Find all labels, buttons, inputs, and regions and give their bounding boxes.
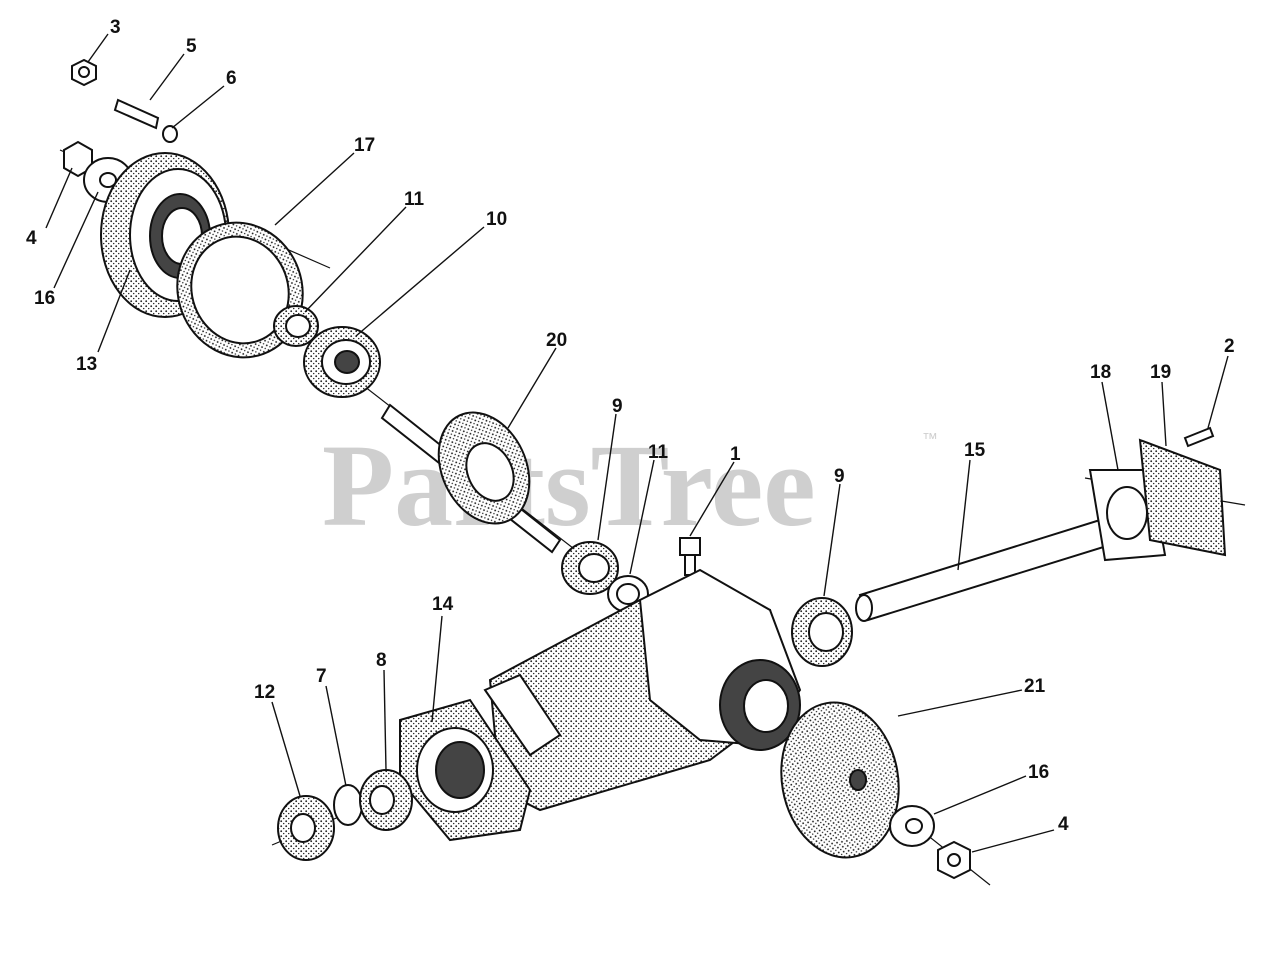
part-12-seal (277, 795, 335, 861)
part-15-splined-shaft (855, 518, 1112, 622)
callout-12: 12 (254, 682, 275, 703)
part-10-ball-bearing (303, 326, 381, 398)
part-19-cover-plate (1138, 438, 1227, 557)
callout-18: 18 (1090, 362, 1111, 383)
callout-15: 15 (964, 440, 986, 461)
part-3-nut (71, 58, 97, 87)
callout-3: 3 (110, 17, 121, 38)
part-17-gasket (176, 221, 304, 359)
callout-1: 1 (730, 444, 741, 465)
watermark-trademark: ™ (922, 431, 938, 448)
callout-5: 5 (186, 36, 197, 57)
callout-14: 14 (432, 594, 454, 615)
callout-13: 13 (76, 354, 97, 375)
part-9-bearing-upper (561, 541, 619, 595)
callout-17: 17 (354, 135, 375, 156)
callout-9-right: 9 (834, 466, 845, 487)
part-9-bearing-right (791, 597, 853, 667)
callout-20: 20 (546, 330, 567, 351)
part-5-stud (113, 98, 160, 130)
part-6-washer (162, 125, 178, 143)
watermark: PartsTree (322, 420, 816, 551)
part-7-snap-ring (333, 784, 363, 826)
part-8-bearing-lower (359, 769, 413, 831)
callout-10: 10 (486, 209, 507, 230)
callout-6: 6 (226, 68, 237, 89)
callout-8: 8 (376, 650, 387, 671)
callout-16-upper: 16 (34, 288, 55, 309)
callout-labels: 3 5 6 17 11 10 4 16 13 20 9 11 1 9 15 18… (26, 17, 1235, 835)
callout-21: 21 (1024, 676, 1046, 697)
part-14-axle-housing (399, 568, 802, 842)
part-21-hub-flange (780, 701, 900, 859)
callout-11-middle: 11 (648, 442, 669, 463)
callout-16-lower: 16 (1028, 762, 1049, 783)
callout-11-upper: 11 (404, 189, 425, 210)
callout-7: 7 (316, 666, 327, 687)
part-20-bevel-gear-shaft (380, 403, 562, 554)
callout-9-upper: 9 (612, 396, 623, 417)
callout-19: 19 (1150, 362, 1171, 383)
callout-4-lower: 4 (1058, 814, 1069, 835)
part-11-ring-upper (273, 305, 319, 347)
part-4-nut-lower (937, 840, 971, 880)
callout-4-upper: 4 (26, 228, 37, 249)
part-2-bolt (1183, 426, 1215, 448)
leader-lines (45, 33, 1229, 853)
part-1-breather-plug (679, 537, 701, 576)
callout-2: 2 (1224, 336, 1235, 357)
part-16-washer-lower (889, 805, 935, 847)
